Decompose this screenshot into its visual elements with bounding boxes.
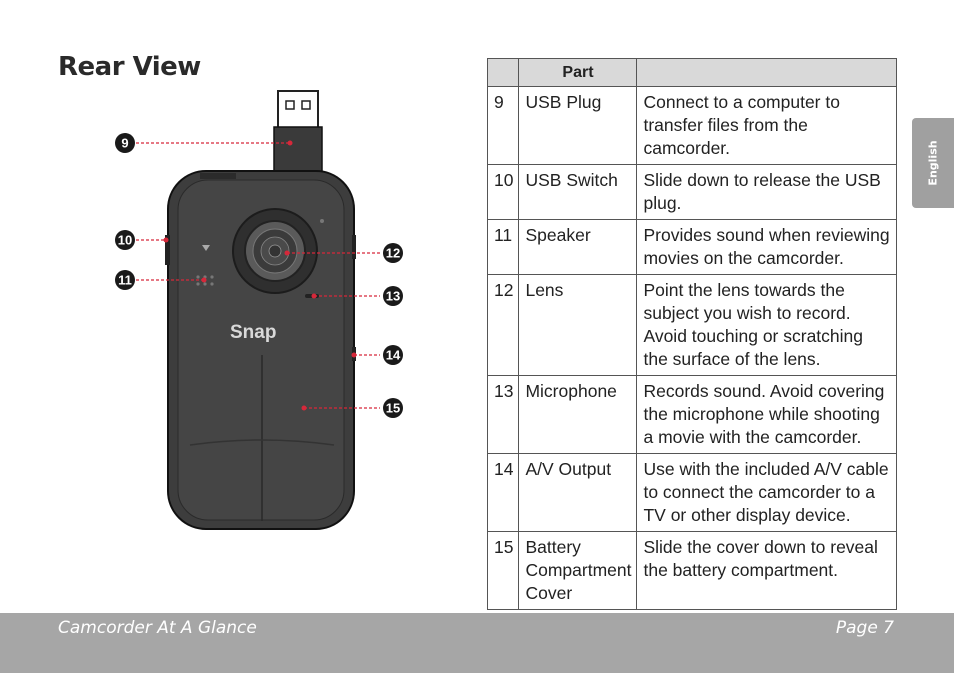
table-row: 10 USB Switch Slide down to release the …	[486, 164, 897, 220]
callout-13: 13	[383, 286, 403, 306]
header-number	[486, 58, 520, 87]
footer-section-title: Camcorder At A Glance	[58, 618, 257, 638]
row-number: 9	[486, 86, 520, 165]
table-row: 15 Battery Compartment Cover Slide the c…	[486, 531, 897, 610]
row-number: 12	[486, 274, 520, 376]
table-row: 11 Speaker Provides sound when reviewing…	[486, 219, 897, 275]
svg-text:13: 13	[386, 289, 400, 304]
row-number: 13	[486, 375, 520, 454]
svg-text:15: 15	[386, 401, 400, 416]
callout-11: 11	[115, 270, 135, 290]
row-part: A/V Output	[518, 453, 638, 532]
callout-14: 14	[383, 345, 403, 365]
row-part: USB Plug	[518, 86, 638, 165]
row-part: USB Switch	[518, 164, 638, 220]
svg-text:12: 12	[386, 246, 400, 261]
svg-text:9: 9	[121, 136, 128, 151]
row-part: Microphone	[518, 375, 638, 454]
row-description: Records sound. Avoid covering the microp…	[636, 375, 897, 454]
callout-12: 12	[383, 243, 403, 263]
row-description: Slide down to release the USB plug.	[636, 164, 897, 220]
row-number: 10	[486, 164, 520, 220]
table-header-row: Part	[486, 58, 897, 87]
page-title: Rear View	[58, 52, 201, 82]
usb-plug-illustration	[273, 90, 323, 178]
svg-text:11: 11	[118, 273, 132, 288]
lens-illustration	[232, 208, 324, 294]
row-part: Battery Compartment Cover	[518, 531, 638, 610]
row-description: Use with the included A/V cable to conne…	[636, 453, 897, 532]
row-description: Provides sound when reviewing movies on …	[636, 219, 897, 275]
callout-10: 10	[115, 230, 135, 250]
language-side-tab: English	[912, 118, 954, 208]
row-number: 14	[486, 453, 520, 532]
header-description	[636, 58, 897, 87]
footer-page-number: Page 7	[835, 618, 894, 638]
svg-text:10: 10	[118, 233, 132, 248]
row-description: Connect to a computer to transfer files …	[636, 86, 897, 165]
svg-text:14: 14	[386, 348, 401, 363]
table-row: 12 Lens Point the lens towards the subje…	[486, 274, 897, 376]
row-number: 11	[486, 219, 520, 275]
table-row: 13 Microphone Records sound. Avoid cover…	[486, 375, 897, 454]
callout-15: 15	[383, 398, 403, 418]
row-description: Slide the cover down to reveal the batte…	[636, 531, 897, 610]
table-row: 14 A/V Output Use with the included A/V …	[486, 453, 897, 532]
parts-table: Part 9 USB Plug Connect to a computer to…	[486, 58, 897, 610]
callout-9: 9	[115, 133, 135, 153]
brand-logo: Snap	[230, 322, 276, 343]
camcorder-rear-diagram: Snap 9 10 11 12 13 14	[115, 90, 403, 530]
table-row: 9 USB Plug Connect to a computer to tran…	[486, 86, 897, 165]
page-footer: Camcorder At A Glance Page 7	[0, 613, 954, 673]
language-label: English	[926, 140, 940, 186]
row-part: Lens	[518, 274, 638, 376]
header-part: Part	[518, 58, 638, 87]
row-number: 15	[486, 531, 520, 610]
row-part: Speaker	[518, 219, 638, 275]
row-description: Point the lens towards the subject you w…	[636, 274, 897, 376]
